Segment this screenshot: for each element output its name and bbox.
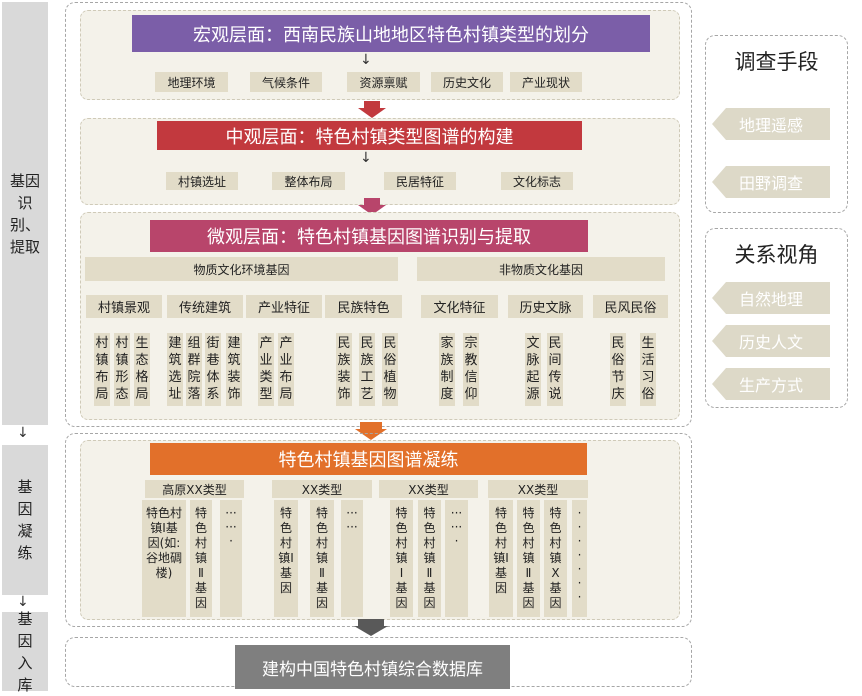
micro-gene-item: 产业布局 (278, 333, 294, 406)
flow-arrow-head (358, 108, 386, 118)
ellipsis-column: ······· (445, 500, 468, 617)
micro-gene-item: 产业类型 (258, 333, 274, 406)
arrow-down-icon: ↓ (17, 594, 29, 610)
micro-gene-item: 宗教信仰 (463, 333, 479, 406)
macro-item: 气候条件 (250, 72, 322, 92)
micro-gene-item: 民俗节庆 (610, 333, 626, 406)
micro-gene-item: 民族装饰 (336, 333, 352, 406)
micro-gene-item: 村镇布局 (94, 333, 110, 406)
micro-gene-item: 民俗植物 (382, 333, 398, 406)
stage-label: 基因入库 (17, 609, 33, 694)
micro-gene-item: 家族制度 (439, 333, 455, 406)
relation-item: 历史人文 (712, 325, 830, 357)
material-gene-header: 物质文化环境基因 (85, 257, 398, 281)
flow-arrow-head (354, 626, 388, 636)
arrow-down-icon: ↓ (17, 425, 29, 441)
micro-gene-item: 组群院落 (186, 333, 202, 406)
gene-type-label: XX类型 (272, 480, 372, 498)
gene-item: 特色村镇Ⅰ基因 (489, 500, 513, 617)
ellipsis-column: ······· (572, 500, 587, 617)
gene-type-label: XX类型 (488, 480, 588, 498)
gene-item: 特色村镇Ⅰ基因(如:谷地碉楼) (142, 500, 186, 617)
meso-title: 中观层面：特色村镇类型图谱的构建 (157, 121, 582, 150)
micro-gene-item: 文脉起源 (525, 333, 541, 406)
micro-gene-item: 村镇形态 (114, 333, 130, 406)
gene-item: 特色村镇Ⅱ基因 (310, 500, 334, 617)
survey-methods-panel: 调查手段 地理遥感 田野调查 (705, 35, 848, 213)
stage-gene-storage: 基因入库 (2, 610, 48, 694)
flow-arrow (364, 101, 380, 109)
micro-gene-item: 生态格局 (134, 333, 150, 406)
macro-item: 资源禀赋 (347, 72, 420, 92)
survey-title: 调查手段 (734, 50, 819, 74)
micro-gene-item: 建筑装饰 (226, 333, 242, 406)
micro-gene-item: 建筑选址 (167, 333, 183, 406)
macro-item: 产业现状 (510, 72, 582, 92)
meso-item: 民居特征 (384, 172, 456, 190)
survey-item: 地理遥感 (712, 108, 830, 140)
micro-group-label: 传统建筑 (167, 295, 243, 318)
gene-item: 特色村镇Ⅱ基因 (517, 500, 540, 617)
gene-item: 特色村镇Ⅱ基因 (190, 500, 212, 617)
macro-item: 历史文化 (431, 72, 503, 92)
micro-group-label: 民风民俗 (593, 295, 668, 318)
survey-item: 田野调查 (712, 166, 830, 198)
nonmaterial-gene-header: 非物质文化基因 (417, 257, 665, 281)
gene-item: 特色村镇Ⅱ基因 (418, 500, 441, 617)
micro-group-label: 历史文脉 (508, 295, 583, 318)
gene-title: 特色村镇基因图谱凝练 (150, 443, 587, 475)
gene-type-label: XX类型 (379, 480, 478, 498)
relation-title: 关系视角 (734, 243, 819, 267)
micro-group-label: 文化特征 (421, 295, 498, 318)
ellipsis-column: ······ (341, 500, 363, 617)
micro-gene-item: 生活习俗 (640, 333, 656, 406)
micro-gene-item: 民族工艺 (359, 333, 375, 406)
stage-label: 基因凝练 (17, 478, 33, 562)
stage-label: 基因识别、提取 (10, 171, 41, 256)
flow-arrow-head (358, 205, 386, 215)
stage-gene-refinement: 基因凝练 (2, 445, 48, 595)
meso-item: 整体布局 (272, 172, 345, 190)
gene-item: 特色村镇Ⅰ基因 (274, 500, 298, 617)
gene-type-label: 高原XX类型 (145, 480, 244, 498)
relation-item: 自然地理 (712, 282, 830, 314)
micro-group-label: 村镇景观 (86, 295, 162, 318)
relation-perspective-panel: 关系视角 自然地理 历史人文 生产方式 (705, 228, 848, 408)
flow-arrow (364, 198, 380, 206)
arrow-down-icon: ↓ (360, 52, 372, 68)
flow-arrow (360, 422, 382, 430)
micro-gene-item: 民间传说 (547, 333, 563, 406)
gene-item: 特色村镇Ⅰ基因 (390, 500, 413, 617)
micro-group-label: 民族特色 (325, 295, 402, 318)
macro-title: 宏观层面：西南民族山地地区特色村镇类型的划分 (132, 15, 650, 52)
meso-item: 村镇选址 (166, 172, 238, 190)
macro-item: 地理环境 (155, 72, 228, 92)
database-title: 建构中国特色村镇综合数据库 (235, 645, 510, 689)
flow-arrow-head (355, 429, 387, 440)
gene-item: 特色村镇X基因 (544, 500, 567, 617)
flow-arrow (358, 619, 384, 627)
relation-item: 生产方式 (712, 368, 830, 400)
micro-group-label: 产业特征 (246, 295, 322, 318)
arrow-down-icon: ↓ (360, 150, 372, 166)
stage-gene-identification: 基因识别、提取 (2, 2, 48, 425)
micro-title: 微观层面：特色村镇基因图谱识别与提取 (150, 220, 588, 252)
micro-gene-item: 街巷体系 (205, 333, 221, 406)
meso-item: 文化标志 (501, 172, 573, 190)
ellipsis-column: ······· (220, 500, 242, 617)
